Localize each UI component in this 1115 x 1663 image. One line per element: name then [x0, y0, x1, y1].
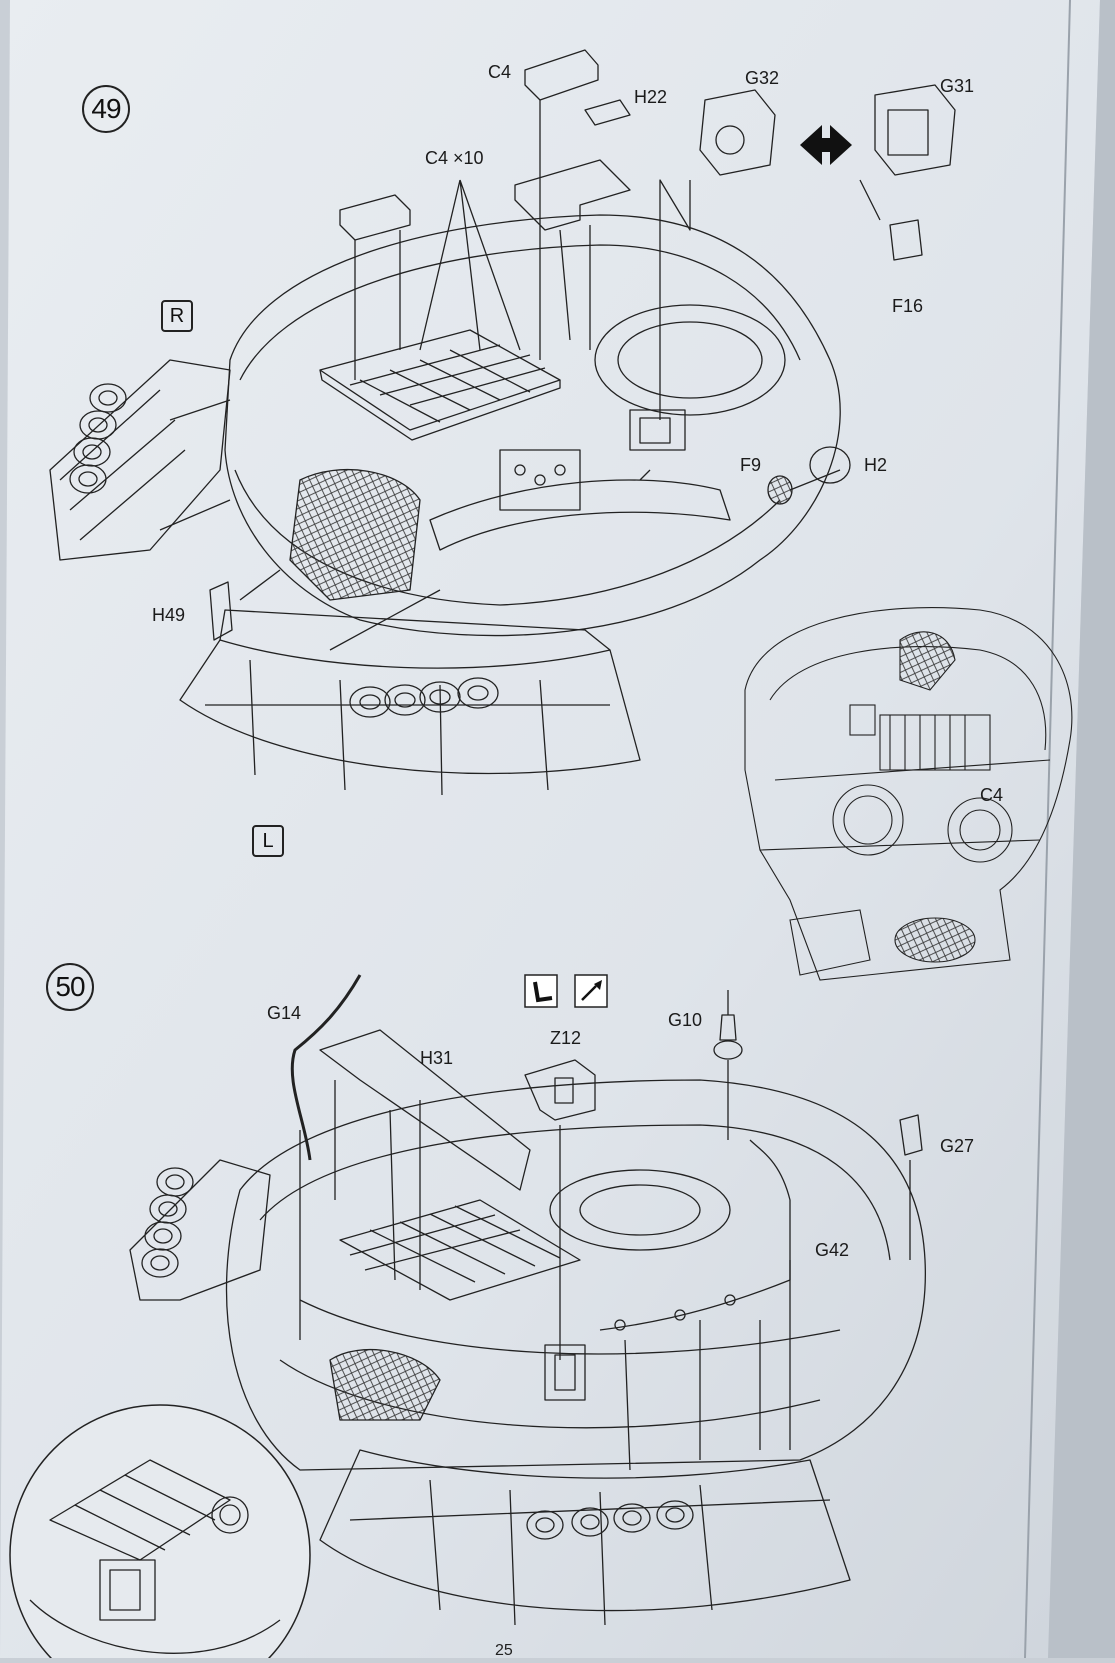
step-50-number: 50: [46, 963, 94, 1011]
side-label-right: R: [161, 300, 193, 332]
bend-part-icon: [524, 974, 558, 1008]
part-g31: [874, 84, 956, 176]
part-g14: [290, 974, 362, 1161]
part-label-f16: F16: [892, 296, 924, 316]
smoke-launchers-left: [349, 677, 499, 718]
smoke-launchers-step50-side: [141, 1167, 194, 1278]
part-label-g32: G32: [745, 68, 780, 88]
part-f9: [767, 475, 793, 505]
part-c4-plate: [339, 194, 411, 241]
part-h31: [319, 1029, 531, 1191]
step49-drawing: [49, 49, 956, 796]
part-g32: [699, 89, 776, 176]
paint-brush-icon: [574, 974, 608, 1008]
smoke-launchers-step50-front: [526, 1500, 694, 1540]
part-label-g10: G10: [668, 1010, 703, 1030]
part-label-g31: G31: [940, 76, 975, 96]
part-label-g42: G42: [815, 1240, 850, 1260]
part-label-h49: H49: [152, 605, 186, 625]
part-label-h31: H31: [420, 1048, 454, 1068]
swap-arrows-icon: [800, 125, 852, 165]
part-label-h2: H2: [864, 455, 888, 475]
side-label-left: L: [252, 825, 284, 857]
step49-detail-view: [744, 607, 1073, 981]
part-g27: [899, 1114, 923, 1156]
step50-detail-circle: [9, 1404, 311, 1663]
part-label-f9: F9: [740, 455, 762, 475]
part-g10: [719, 990, 737, 1041]
part-label-c4x10: C4 ×10: [425, 148, 484, 168]
smoke-launchers-right: [69, 383, 127, 494]
step-49-number: 49: [82, 85, 130, 133]
part-h2: [809, 446, 851, 484]
part-label-g14: G14: [267, 1003, 302, 1023]
part-z12: [524, 1059, 596, 1121]
part-label-h22: H22: [634, 87, 668, 107]
part-h49: [209, 581, 233, 641]
part-label-z12: Z12: [550, 1028, 582, 1048]
step50-drawing: [9, 974, 926, 1663]
part-f16: [889, 219, 923, 261]
part-label-c4-detail: C4: [980, 785, 1004, 805]
part-label-c4-top: C4: [488, 62, 512, 82]
page-number: 25: [495, 1642, 513, 1659]
part-label-g27: G27: [940, 1136, 975, 1156]
